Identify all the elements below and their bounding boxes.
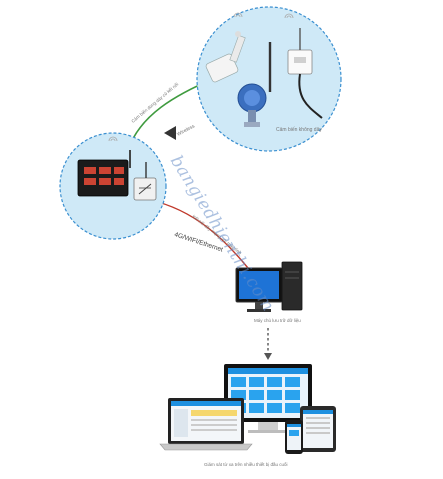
tablet — [300, 406, 336, 452]
laptop — [159, 398, 253, 451]
smartphone — [285, 420, 303, 454]
red-network-cable — [149, 199, 249, 269]
wifi-signal-icon — [233, 12, 294, 19]
gateway-box — [133, 162, 157, 201]
arrow-down-icon — [264, 353, 272, 360]
wireless-badge: Wireless — [164, 123, 196, 140]
server-computer — [235, 261, 303, 312]
server-caption: Máy chủ lưu trữ dữ liệu — [254, 317, 301, 323]
temperature-humidity-sensor — [205, 31, 246, 83]
display-unit — [77, 150, 131, 197]
sensor-group-label: Cảm biến không dây — [276, 127, 322, 133]
pressure-transmitter — [237, 42, 272, 127]
wireless-badge-label: Wireless — [176, 123, 196, 138]
probe-sensor — [287, 28, 323, 119]
upper-cable-label: Cảm biến dùng dây có kết nối — [130, 82, 179, 124]
devices-caption: Giám sát từ xa trên nhiều thiết bị đầu c… — [204, 462, 288, 467]
wifi-signal-icon — [108, 136, 118, 142]
